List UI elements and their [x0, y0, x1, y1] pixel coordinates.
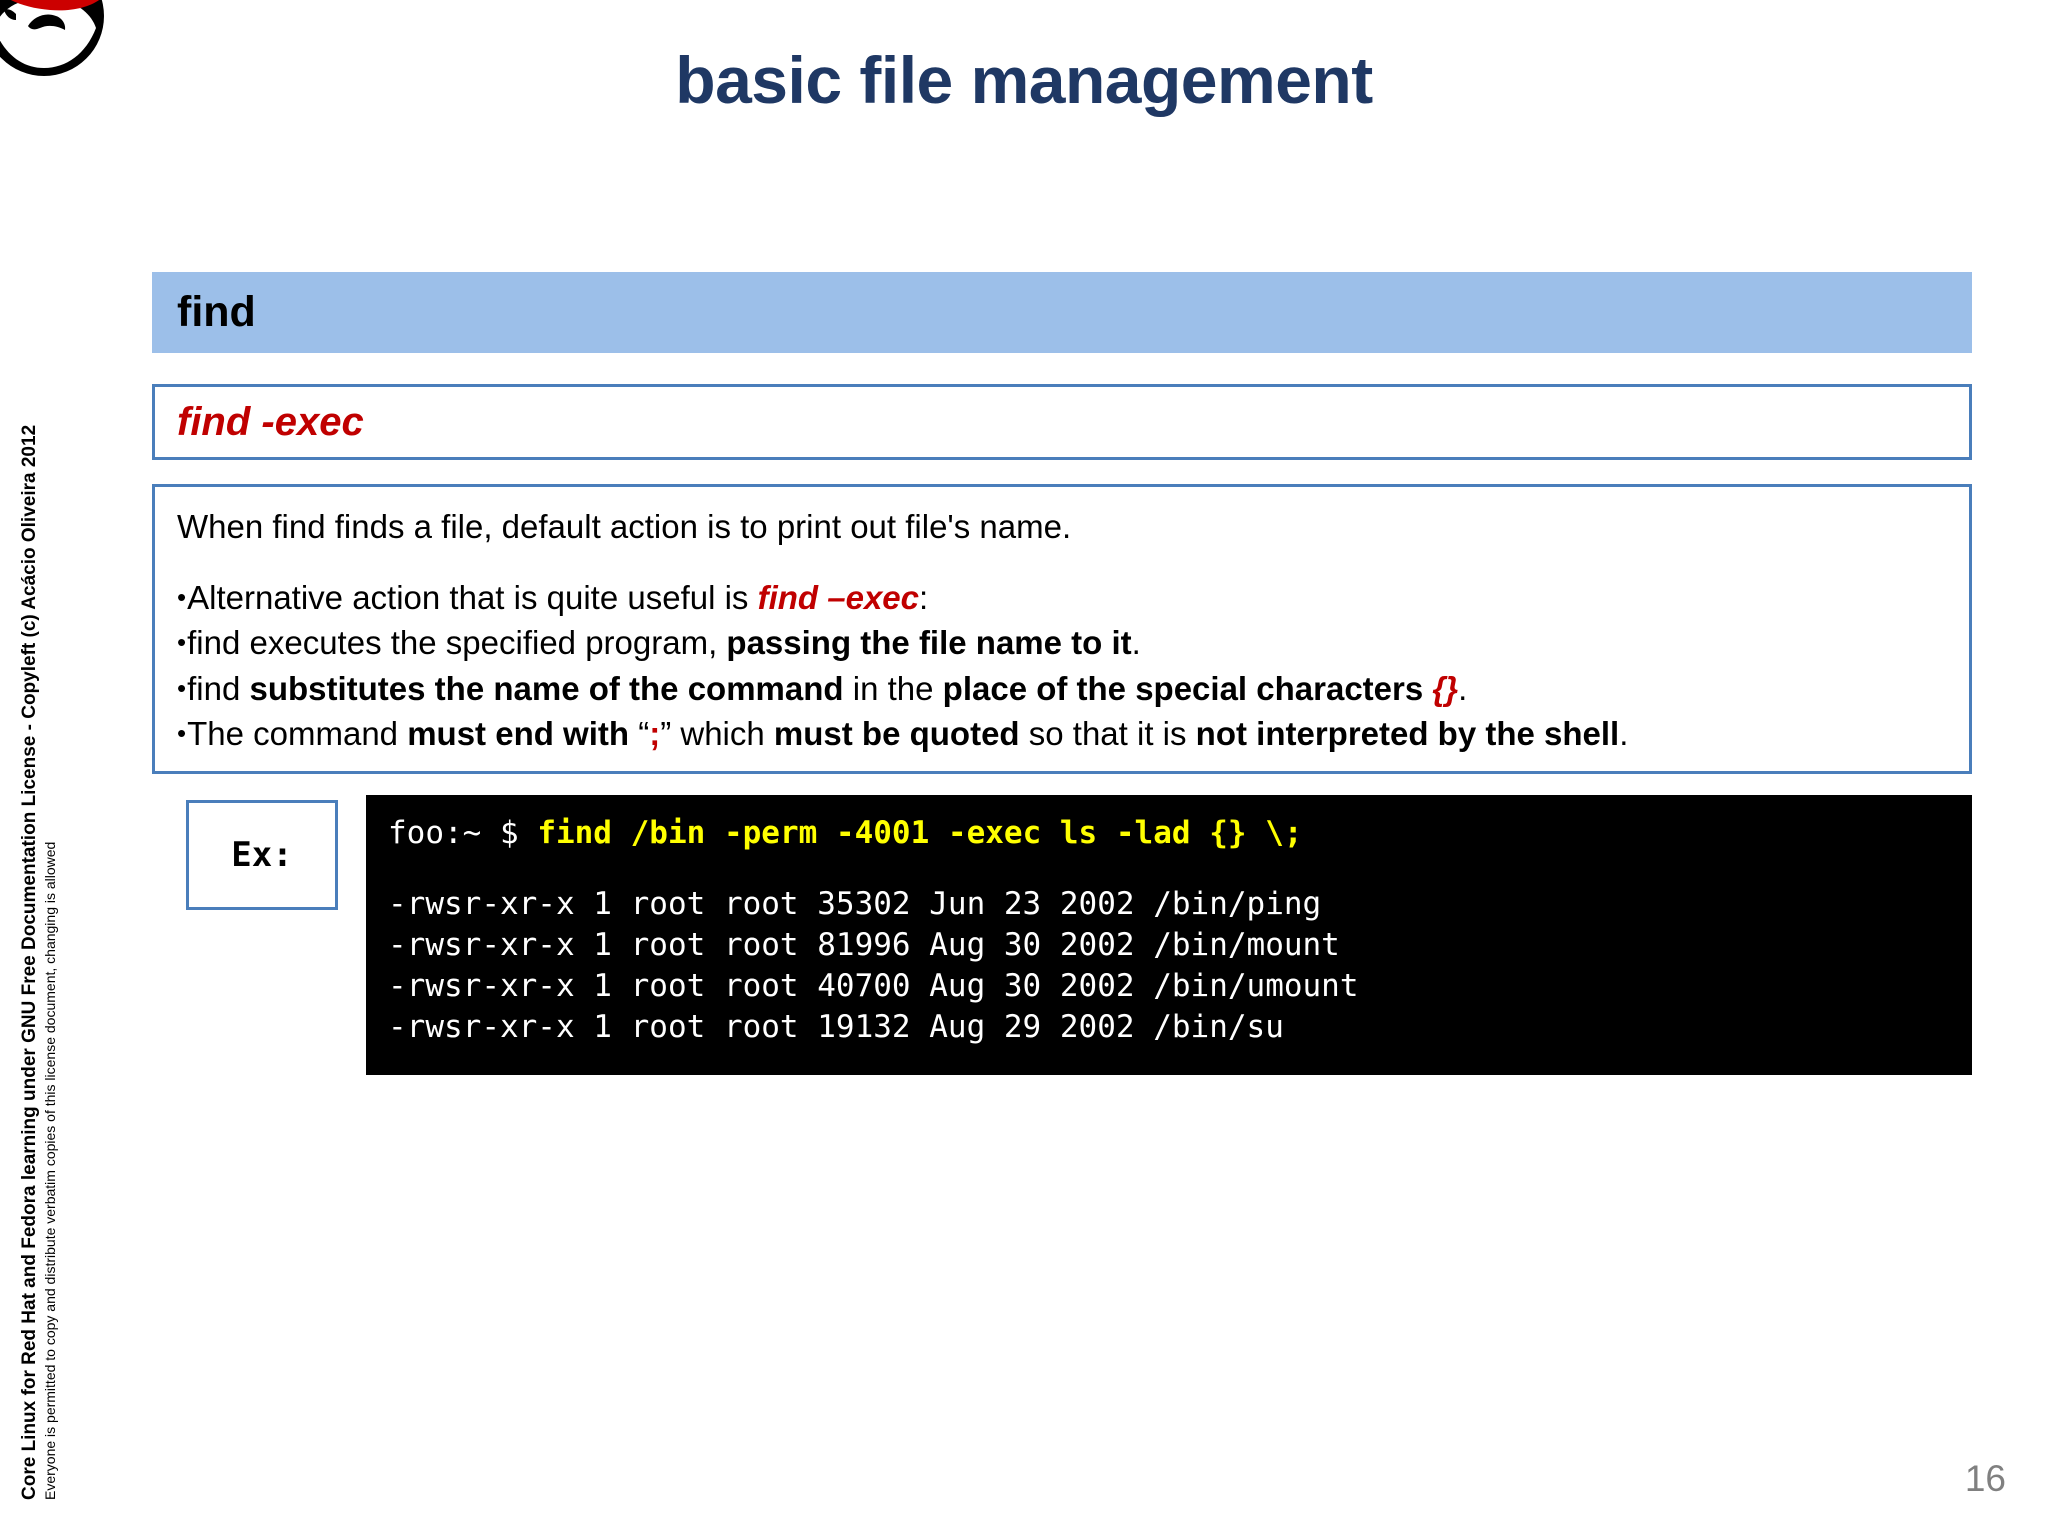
copyright-line: Core Linux for Red Hat and Fedora learni… — [19, 424, 40, 1500]
bullet-text-span: so that it is — [1019, 715, 1196, 753]
bullet-text-span: not interpreted by the shell — [1195, 715, 1620, 753]
bullet-text-span: find executes the specified program, — [187, 624, 727, 662]
bullet-text-span: . — [1131, 624, 1141, 662]
bullet-item: •find executes the specified program, pa… — [177, 620, 1947, 666]
bullet-marker: • — [177, 627, 187, 658]
shadowman-icon — [0, 0, 104, 76]
section-header-bar: find — [152, 272, 1972, 353]
bullet-item: •Alternative action that is quite useful… — [177, 575, 1947, 621]
page-title: basic file management — [675, 43, 1373, 117]
example-label-box: Ex: — [186, 800, 338, 910]
terminal-output-row: -rwsr-xr-x 1 root root 35302 Jun 23 2002… — [388, 885, 1322, 922]
bullet-text-span: find — [187, 669, 250, 707]
copyright-sidebar: Core Linux for Red Hat and Fedora learni… — [0, 0, 80, 1536]
bullet-text-span: ; — [649, 715, 661, 753]
bullet-text-span: must be quoted — [773, 715, 1020, 753]
terminal-output-row: -rwsr-xr-x 1 root root 81996 Aug 30 2002… — [388, 926, 1340, 963]
bullet-item: •find substitutes the name of the comman… — [177, 666, 1947, 712]
bullet-text-span: {} — [1432, 669, 1459, 707]
bullet-marker: • — [177, 672, 187, 703]
terminal-command-line: foo:~ $ find /bin -perm -4001 -exec ls -… — [388, 813, 1972, 854]
bullet-text-span: . — [1619, 715, 1629, 753]
terminal-output-row: -rwsr-xr-x 1 root root 19132 Aug 29 2002… — [388, 1008, 1284, 1045]
subsection-header-box: find -exec — [152, 384, 1972, 460]
lead-paragraph: When find finds a file, default action i… — [177, 508, 1072, 545]
bullet-list: •Alternative action that is quite useful… — [177, 575, 1947, 757]
terminal-spacer — [388, 854, 1972, 884]
bullet-text-span: place of the special characters — [942, 669, 1433, 707]
terminal-block: foo:~ $ find /bin -perm -4001 -exec ls -… — [366, 795, 1972, 1075]
bullet-text-span: : — [919, 578, 929, 616]
subsection-header-label: find -exec — [177, 400, 364, 444]
bullet-text-span: ” which — [660, 715, 774, 753]
section-header-label: find — [177, 288, 256, 336]
bullet-text-span: Alternative action that is quite useful … — [187, 578, 758, 616]
bullet-text-span: . — [1458, 669, 1468, 707]
terminal-prompt: foo:~ $ — [388, 815, 538, 851]
terminal-command: find /bin -perm -4001 -exec ls -lad {} \… — [537, 815, 1303, 851]
bullet-marker: • — [177, 718, 187, 749]
bullet-text-span: find –exec — [757, 578, 920, 616]
page-number: 16 — [1964, 1458, 2006, 1499]
bullet-text-span: The command — [187, 715, 408, 753]
bullet-text-span: passing the file name to it — [726, 624, 1132, 662]
terminal-output: -rwsr-xr-x 1 root root 35302 Jun 23 2002… — [388, 884, 1972, 1048]
terminal-output-row: -rwsr-xr-x 1 root root 40700 Aug 30 2002… — [388, 967, 1359, 1004]
bullet-marker: • — [177, 581, 187, 612]
content-box: When find finds a file, default action i… — [152, 484, 1972, 774]
bullet-item: •The command must end with “;” which mus… — [177, 711, 1947, 757]
license-line: Everyone is permitted to copy and distri… — [41, 841, 58, 1500]
bullet-text-span: in the — [843, 669, 943, 707]
bullet-text-span: must end with — [407, 715, 630, 753]
example-label: Ex: — [231, 835, 293, 875]
bullet-text-span: substitutes the name of the command — [249, 669, 844, 707]
red-hat-shadowman-logo — [0, 0, 124, 96]
bullet-text-span: “ — [629, 715, 650, 753]
